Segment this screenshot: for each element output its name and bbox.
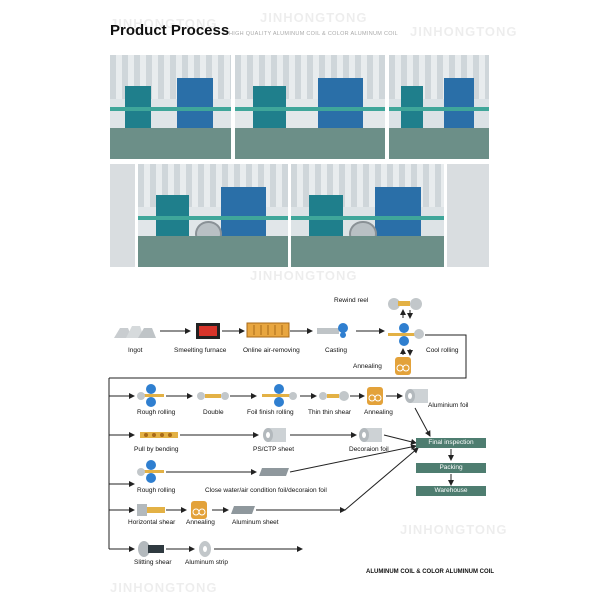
thin-shear-icon xyxy=(319,391,349,401)
label-rough-rolling-2: Rough rolling xyxy=(137,487,176,494)
step-packing: Packing xyxy=(416,463,486,473)
watermark-2: JINHONGTONG xyxy=(260,10,368,25)
ingot-icon xyxy=(114,326,156,338)
footer-caption: ALUMINUM COIL & COLOR ALUMINUM COIL xyxy=(366,569,494,575)
label-annealing-top: Annealing xyxy=(353,363,382,370)
page-title: Product Process xyxy=(110,22,230,39)
casting-icon xyxy=(317,323,348,338)
label-aluminum-sheet: Aluminum sheet xyxy=(232,519,279,526)
aluminium-foil-roll-icon xyxy=(405,389,428,403)
label-double: Double xyxy=(203,409,224,416)
label-rewind-reel: Rewind reel xyxy=(334,297,369,304)
factory-photo-4 xyxy=(138,164,288,267)
air-removing-icon xyxy=(246,322,290,338)
watermark-4: JINHONGTONG xyxy=(250,268,358,283)
pull-bending-icon xyxy=(140,432,178,438)
label-ps-ctp-sheet: PS/CTP sheet xyxy=(253,446,295,453)
watermark-3: JINHONGTONG xyxy=(410,24,518,39)
rough-rolling-icon-2 xyxy=(137,460,164,483)
ps-ctp-sheet-roll-icon xyxy=(263,428,286,442)
label-rough-rolling-1: Rough rolling xyxy=(137,409,176,416)
label-annealing-mid: Annealing xyxy=(364,409,393,416)
annealing-furnace-icon xyxy=(395,357,411,375)
watermark-1: JINHONGTONG xyxy=(110,16,218,31)
photo-side-panel-right xyxy=(447,164,489,267)
factory-photo-1 xyxy=(110,55,231,159)
rewind-reel-icon xyxy=(388,298,422,310)
foil-finish-rolling-icon xyxy=(262,384,297,407)
factory-photo-2 xyxy=(235,55,385,159)
label-aluminum-strip: Aluminum strip xyxy=(185,559,228,566)
factory-photo-5 xyxy=(291,164,444,267)
annealing-furnace-icon-2 xyxy=(367,387,383,405)
label-smelting-furnace: Smeelting furnace xyxy=(174,347,227,354)
label-cool-rolling: Cool rolling xyxy=(426,347,459,354)
label-pull-by-bending: Pull by bending xyxy=(134,446,179,453)
photo-side-panel-left xyxy=(110,164,135,267)
label-online-air-removing: Online air-removing xyxy=(243,347,300,354)
label-aluminium-foil: Aluminium foil xyxy=(428,402,469,409)
label-thin-thin-shear: Thin thin shear xyxy=(308,409,351,416)
decoration-foil-roll-icon xyxy=(359,428,382,442)
slitting-shear-icon xyxy=(138,541,164,557)
label-decoration-foil: Decoraion foil xyxy=(349,446,389,453)
annealing-furnace-icon-3 xyxy=(191,501,207,519)
double-icon xyxy=(197,392,229,400)
factory-photo-3 xyxy=(389,55,489,159)
label-foil-finish-rolling: Foil finish rolling xyxy=(247,409,294,416)
step-final-inspection: Final inspection xyxy=(416,438,486,448)
foil-sheet-icon xyxy=(259,468,289,476)
aluminum-strip-icon xyxy=(199,541,211,557)
rough-rolling-icon xyxy=(137,384,164,407)
label-annealing-low: Annealing xyxy=(186,519,215,526)
watermark-6: JINHONGTONG xyxy=(110,580,218,595)
cool-rolling-icon xyxy=(388,323,424,346)
smelting-furnace-icon xyxy=(196,323,220,339)
horizontal-shear-icon xyxy=(137,504,165,516)
label-casting: Casting xyxy=(325,347,348,354)
label-horizontal-shear: Horizontal shear xyxy=(128,519,176,526)
page-subtitle: HIGH QUALITY ALUMINUM COIL & COLOR ALUMI… xyxy=(229,31,399,37)
aluminum-sheet-icon xyxy=(231,506,255,514)
label-close-water: Close water/air condition foil/decoraion… xyxy=(205,487,327,494)
label-slitting-shear: Slitting shear xyxy=(134,559,172,566)
watermark-5: JINHONGTONG xyxy=(400,522,508,537)
label-ingot: Ingot xyxy=(128,347,143,354)
step-warehouse: Warehouse xyxy=(416,486,486,496)
